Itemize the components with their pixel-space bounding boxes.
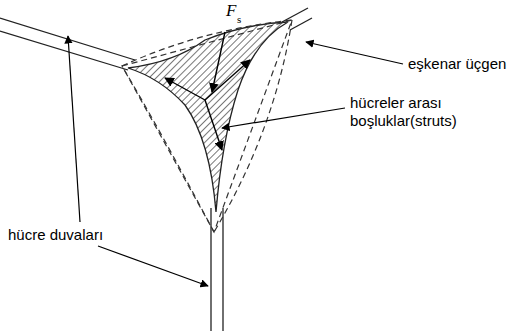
wall-label: hücre duvaları [8,226,103,244]
force-arrows [165,32,250,150]
dashed-arcs [122,20,292,232]
strut-label: hücreler arası boşluklar(struts) [350,94,490,130]
force-subscript: s [237,10,241,28]
triangle-label: eşkenar üçgen [408,55,506,73]
leader-lines [68,36,403,286]
force-symbol: F [226,2,236,20]
equilateral-triangle [122,20,292,232]
cell-walls [0,8,312,331]
